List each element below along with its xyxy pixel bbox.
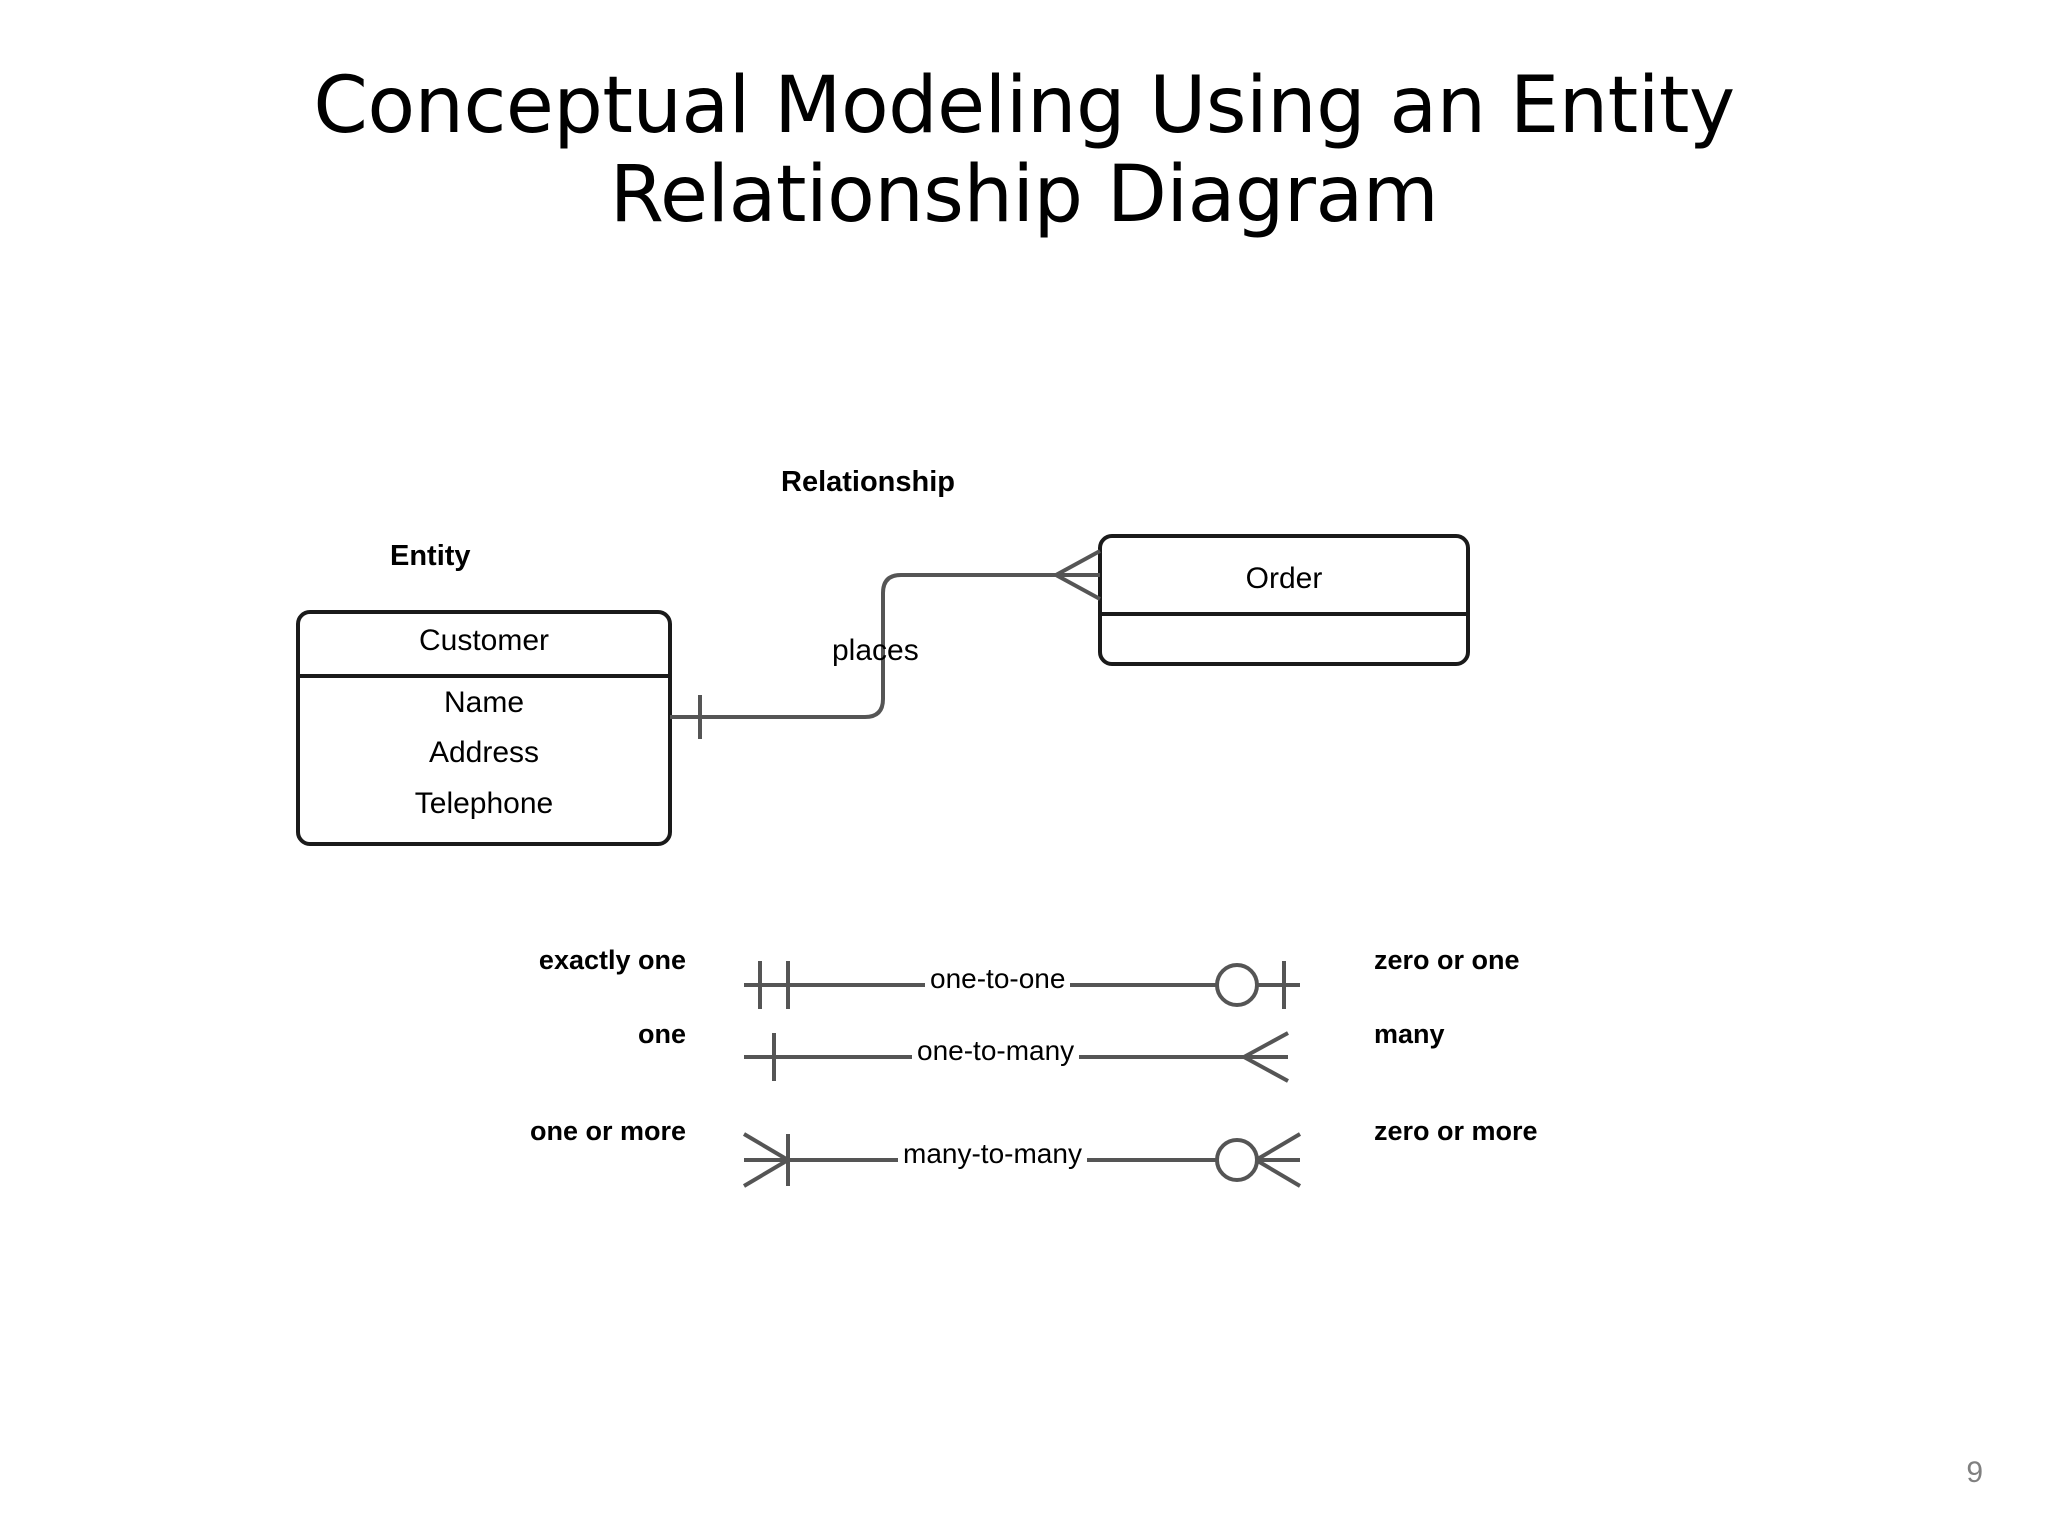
relationship-label-places: places	[832, 634, 919, 667]
annotation-relationship: Relationship	[781, 466, 956, 498]
entity-name-customer: Customer	[418, 624, 550, 657]
entity-attribute-telephone: Telephone	[414, 787, 554, 820]
entity-attribute-name: Name	[443, 686, 525, 719]
legend-left-label-one-or-more: one or more	[529, 1116, 686, 1146]
entity-name-order: Order	[1245, 562, 1323, 595]
relationship-connector-places	[670, 573, 1092, 719]
legend-right-label-zero-or-more: zero or more	[1374, 1116, 1538, 1146]
page-title: Conceptual Modeling Using an Entity Rela…	[150, 62, 1898, 240]
annotation-entity: Entity	[390, 540, 471, 572]
page-number: 9	[1966, 1456, 1983, 1489]
entity-attribute-address: Address	[428, 736, 540, 769]
entity-box-order	[1098, 534, 1470, 666]
cardinality-crowsfoot-order	[1055, 549, 1101, 601]
legend-link-label-one-to-many: one-to-many	[912, 1035, 1080, 1067]
legend-right-label-zero-or-one: zero or one	[1374, 945, 1520, 975]
legend-link-label-one-to-one: one-to-one	[925, 963, 1071, 995]
legend-left-label-exactly-one: exactly one	[538, 945, 686, 975]
entity-box-customer	[296, 610, 672, 846]
page-title-line-2: Relationship Diagram	[609, 149, 1439, 240]
legend-left-label-one: one	[637, 1019, 686, 1049]
legend-right-label-many: many	[1374, 1019, 1445, 1049]
page-title-line-1: Conceptual Modeling Using an Entity	[313, 61, 1735, 151]
legend-link-label-many-to-many: many-to-many	[898, 1138, 1087, 1170]
